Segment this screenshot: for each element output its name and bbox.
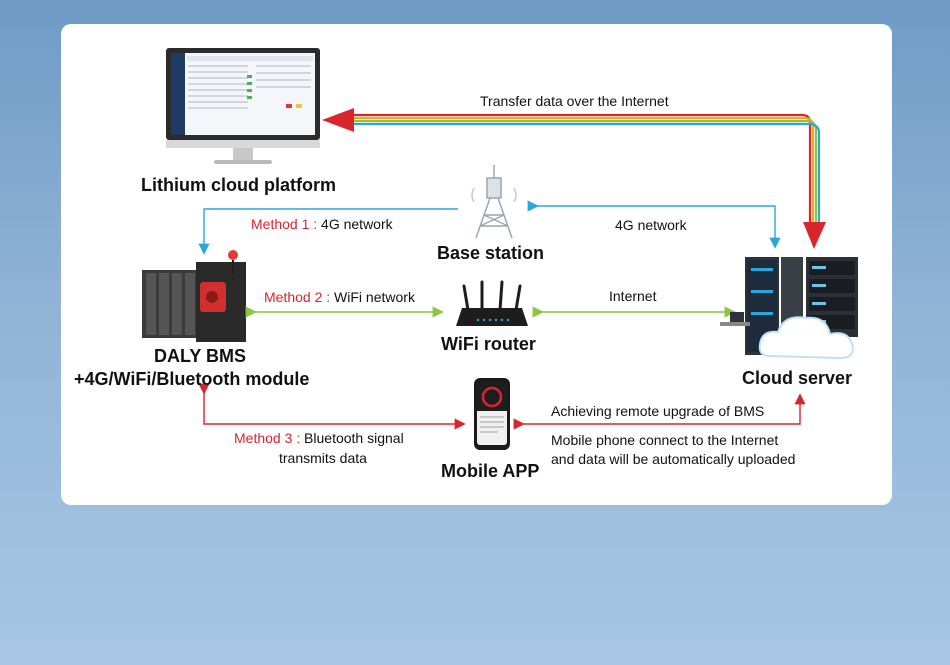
server-icon <box>720 257 858 360</box>
method3-label-line2: transmits data <box>279 450 367 466</box>
mobile-app-title: Mobile APP <box>441 461 540 481</box>
remote-upgrade-label: Achieving remote upgrade of BMS <box>551 403 765 419</box>
method3-text: Bluetooth signal <box>304 430 404 446</box>
server-4g-label: 4G network <box>615 217 687 233</box>
router-icon <box>456 280 528 326</box>
method3-label: Method 3 : Bluetooth signal <box>234 430 404 446</box>
method1-text: 4G network <box>321 216 393 232</box>
wifi-router-title: WiFi router <box>441 334 536 354</box>
cloud-platform-title: Lithium cloud platform <box>141 175 336 195</box>
phone-upload-line2: and data will be automatically uploaded <box>551 451 796 467</box>
method2-prefix: Method 2 : <box>264 289 335 305</box>
router-internet-label: Internet <box>609 288 657 304</box>
phone-icon <box>474 378 510 450</box>
method1-link <box>198 208 458 255</box>
method2-label: Method 2 : WiFi network <box>264 289 415 305</box>
method2-text: WiFi network <box>334 289 415 305</box>
method3-link <box>198 383 466 430</box>
method3-prefix: Method 3 : <box>234 430 305 446</box>
phone-upload-line1: Mobile phone connect to the Internet <box>551 432 779 448</box>
internet-transfer-label: Transfer data over the Internet <box>480 93 669 109</box>
battery-pack-icon <box>142 250 246 342</box>
bms-title: DALY BMS <box>154 346 247 366</box>
tower-icon <box>471 165 517 239</box>
method1-label: Method 1 : 4G network <box>251 216 393 232</box>
method1-prefix: Method 1 : <box>251 216 322 232</box>
base-station-title: Base station <box>437 243 545 263</box>
monitor-icon <box>166 48 320 164</box>
bms-subtitle: +4G/WiFi/Bluetooth module <box>74 369 310 389</box>
upgrade-link <box>513 393 806 430</box>
server-4g-link <box>527 200 781 249</box>
cloud-server-title: Cloud server <box>742 368 853 388</box>
internet-transfer-arrow <box>322 108 826 249</box>
